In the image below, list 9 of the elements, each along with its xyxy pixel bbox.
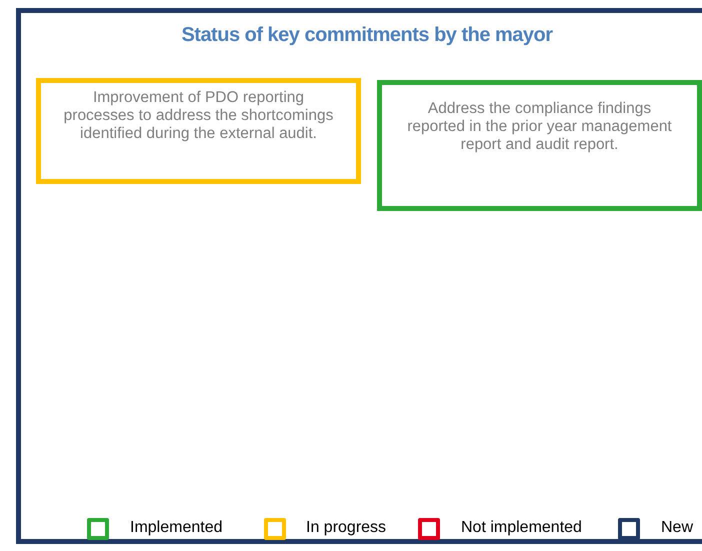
commitment-box bbox=[36, 78, 361, 184]
commitment-text: Improvement of PDO reporting processes to address the shortcomings identified during the external audit. bbox=[62, 89, 334, 143]
commitment-box bbox=[377, 80, 702, 211]
commitment-text: Address the compliance findings reported in the prior year management report and audit report. bbox=[406, 100, 673, 154]
title: Status of key commitments by the mayor bbox=[180, 24, 554, 47]
legend-label: New bbox=[661, 519, 694, 537]
legend-label: In progress bbox=[306, 519, 386, 537]
legend-label: Not implemented bbox=[461, 519, 582, 537]
legend-label: Implemented bbox=[130, 519, 222, 537]
